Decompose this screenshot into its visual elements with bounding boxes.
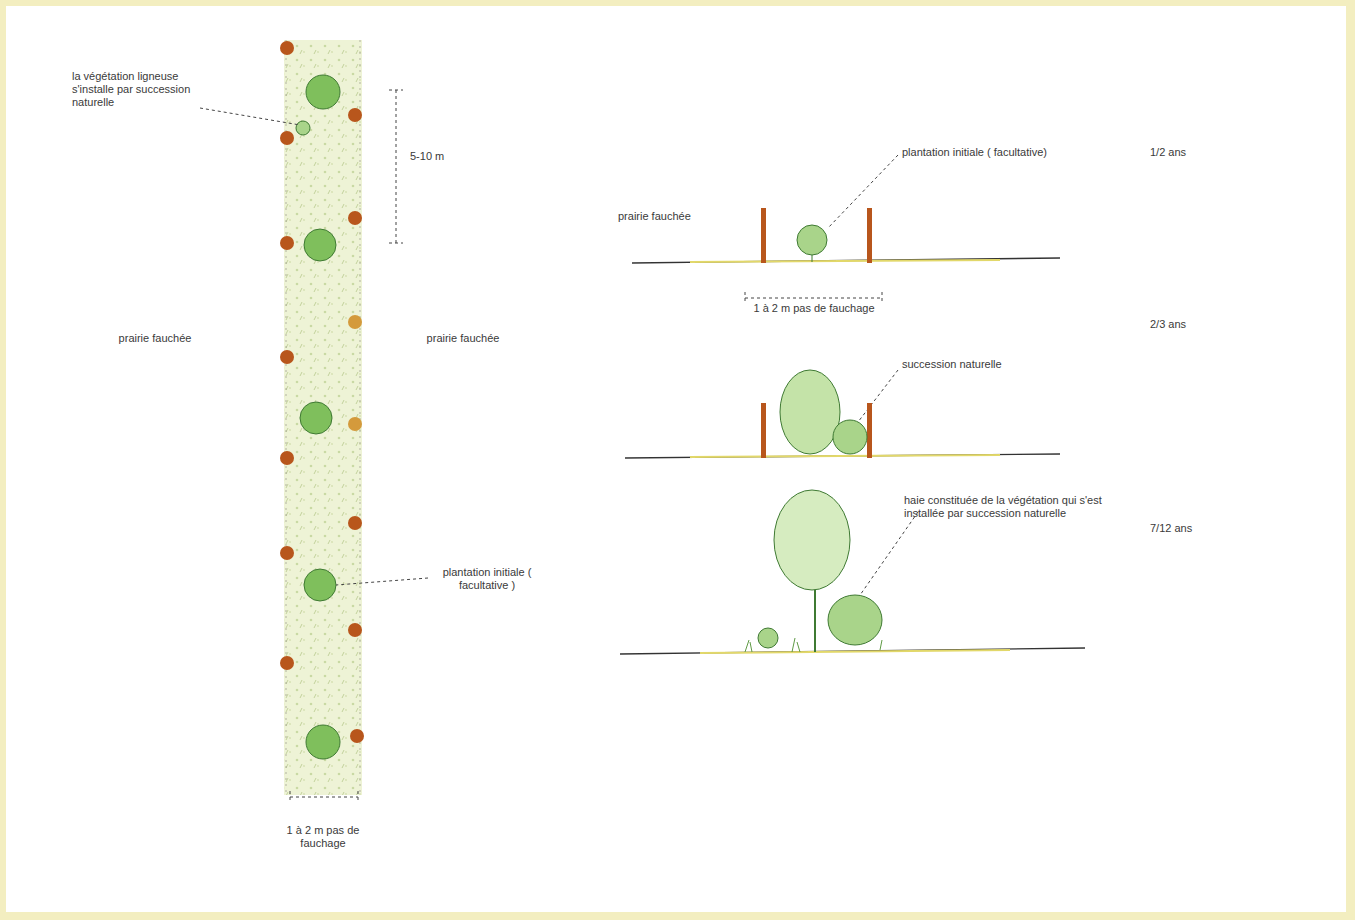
posts xyxy=(280,41,364,743)
annotation-label: 7/12 ans xyxy=(1150,522,1210,535)
annotation-label: succession naturelle xyxy=(902,358,1042,371)
shrubs xyxy=(296,75,340,759)
annotation-label: prairie fauchée xyxy=(618,210,728,223)
annotation-label: 1 à 2 m pas de fauchage xyxy=(744,302,884,315)
annotation-label: haie constituée de la végétation qui s'e… xyxy=(904,494,1144,520)
annotation-label: 1/2 ans xyxy=(1150,146,1210,159)
annotation-label: prairie fauchée xyxy=(100,332,210,345)
annotation-label: 2/3 ans xyxy=(1150,318,1210,331)
annotation-label: plantation initiale ( facultative) xyxy=(902,146,1092,159)
annotation-label: 1 à 2 m pas de fauchage xyxy=(268,824,378,850)
annotation-label: plantation initiale ( facultative ) xyxy=(432,566,542,592)
annotation-label: prairie fauchée xyxy=(408,332,518,345)
leader-lines xyxy=(200,90,918,803)
page-ground xyxy=(6,6,1346,912)
annotation-label: 5-10 m xyxy=(410,150,470,163)
section-year-2 xyxy=(625,370,1060,458)
plan-strip xyxy=(284,40,362,795)
section-year-1 xyxy=(632,208,1060,263)
annotation-label: la végétation ligneuse s'installe par su… xyxy=(72,70,202,109)
